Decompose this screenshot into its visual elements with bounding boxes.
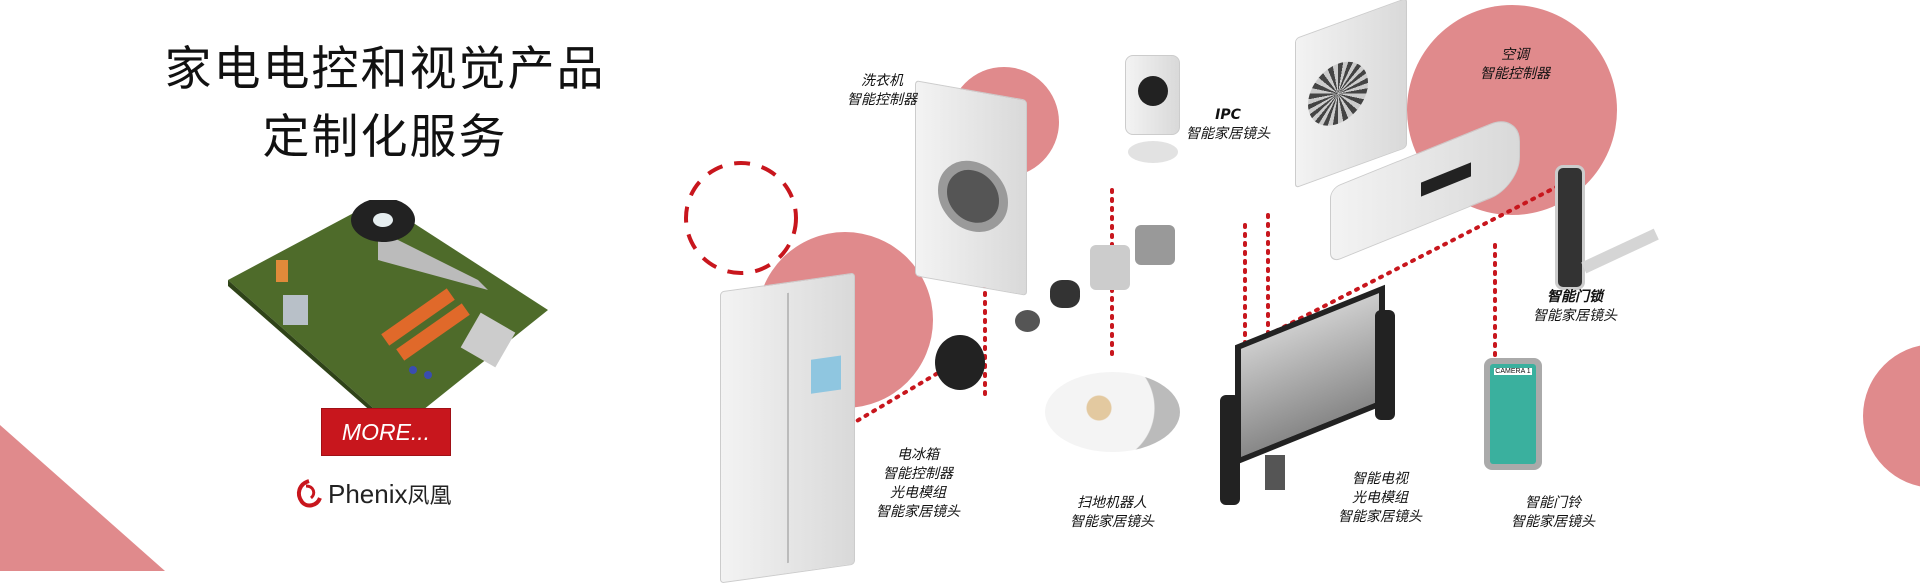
doorbell-phone-illustration: CAMERA 1 (1484, 358, 1542, 470)
phoenix-logo-icon (296, 479, 322, 508)
logo-brand-text: Phenix凤凰 (328, 479, 452, 509)
lens-module-parts (930, 225, 1180, 395)
pink-triangle (0, 425, 165, 571)
more-button[interactable]: MORE... (321, 408, 451, 456)
doorlock-illustration (1555, 165, 1660, 290)
pink-circle-right (1863, 345, 1920, 487)
title-line-2: 定制化服务 (262, 110, 508, 165)
label-aircon: 空调智能控制器 (1480, 47, 1550, 82)
robot-vacuum-illustration (1045, 372, 1180, 452)
label-washer: 洗衣机智能控制器 (847, 73, 917, 108)
title-line-1: 家电电控和视觉产品 (164, 42, 606, 97)
label-tv: 智能电视光电模组智能家居镜头 (1338, 471, 1422, 525)
dashed-circle (684, 161, 798, 275)
ipc-camera-illustration (1125, 55, 1180, 180)
phenix-logo: Phenix凤凰 (294, 478, 452, 510)
tv-illustration (1210, 284, 1405, 505)
fridge-illustration (720, 272, 855, 584)
banner-title: 家电电控和视觉产品 定制化服务 (150, 36, 620, 172)
label-doorbell: 智能门铃智能家居镜头 (1511, 495, 1595, 530)
label-robot: 扫地机器人智能家居镜头 (1070, 495, 1154, 530)
phone-screen-label: CAMERA 1 (1494, 368, 1532, 375)
pcb-board-image (228, 200, 548, 435)
label-doorlock: 智能门锁智能家居镜头 (1533, 289, 1617, 324)
label-fridge: 电冰箱智能控制器光电模组智能家居镜头 (876, 447, 960, 520)
